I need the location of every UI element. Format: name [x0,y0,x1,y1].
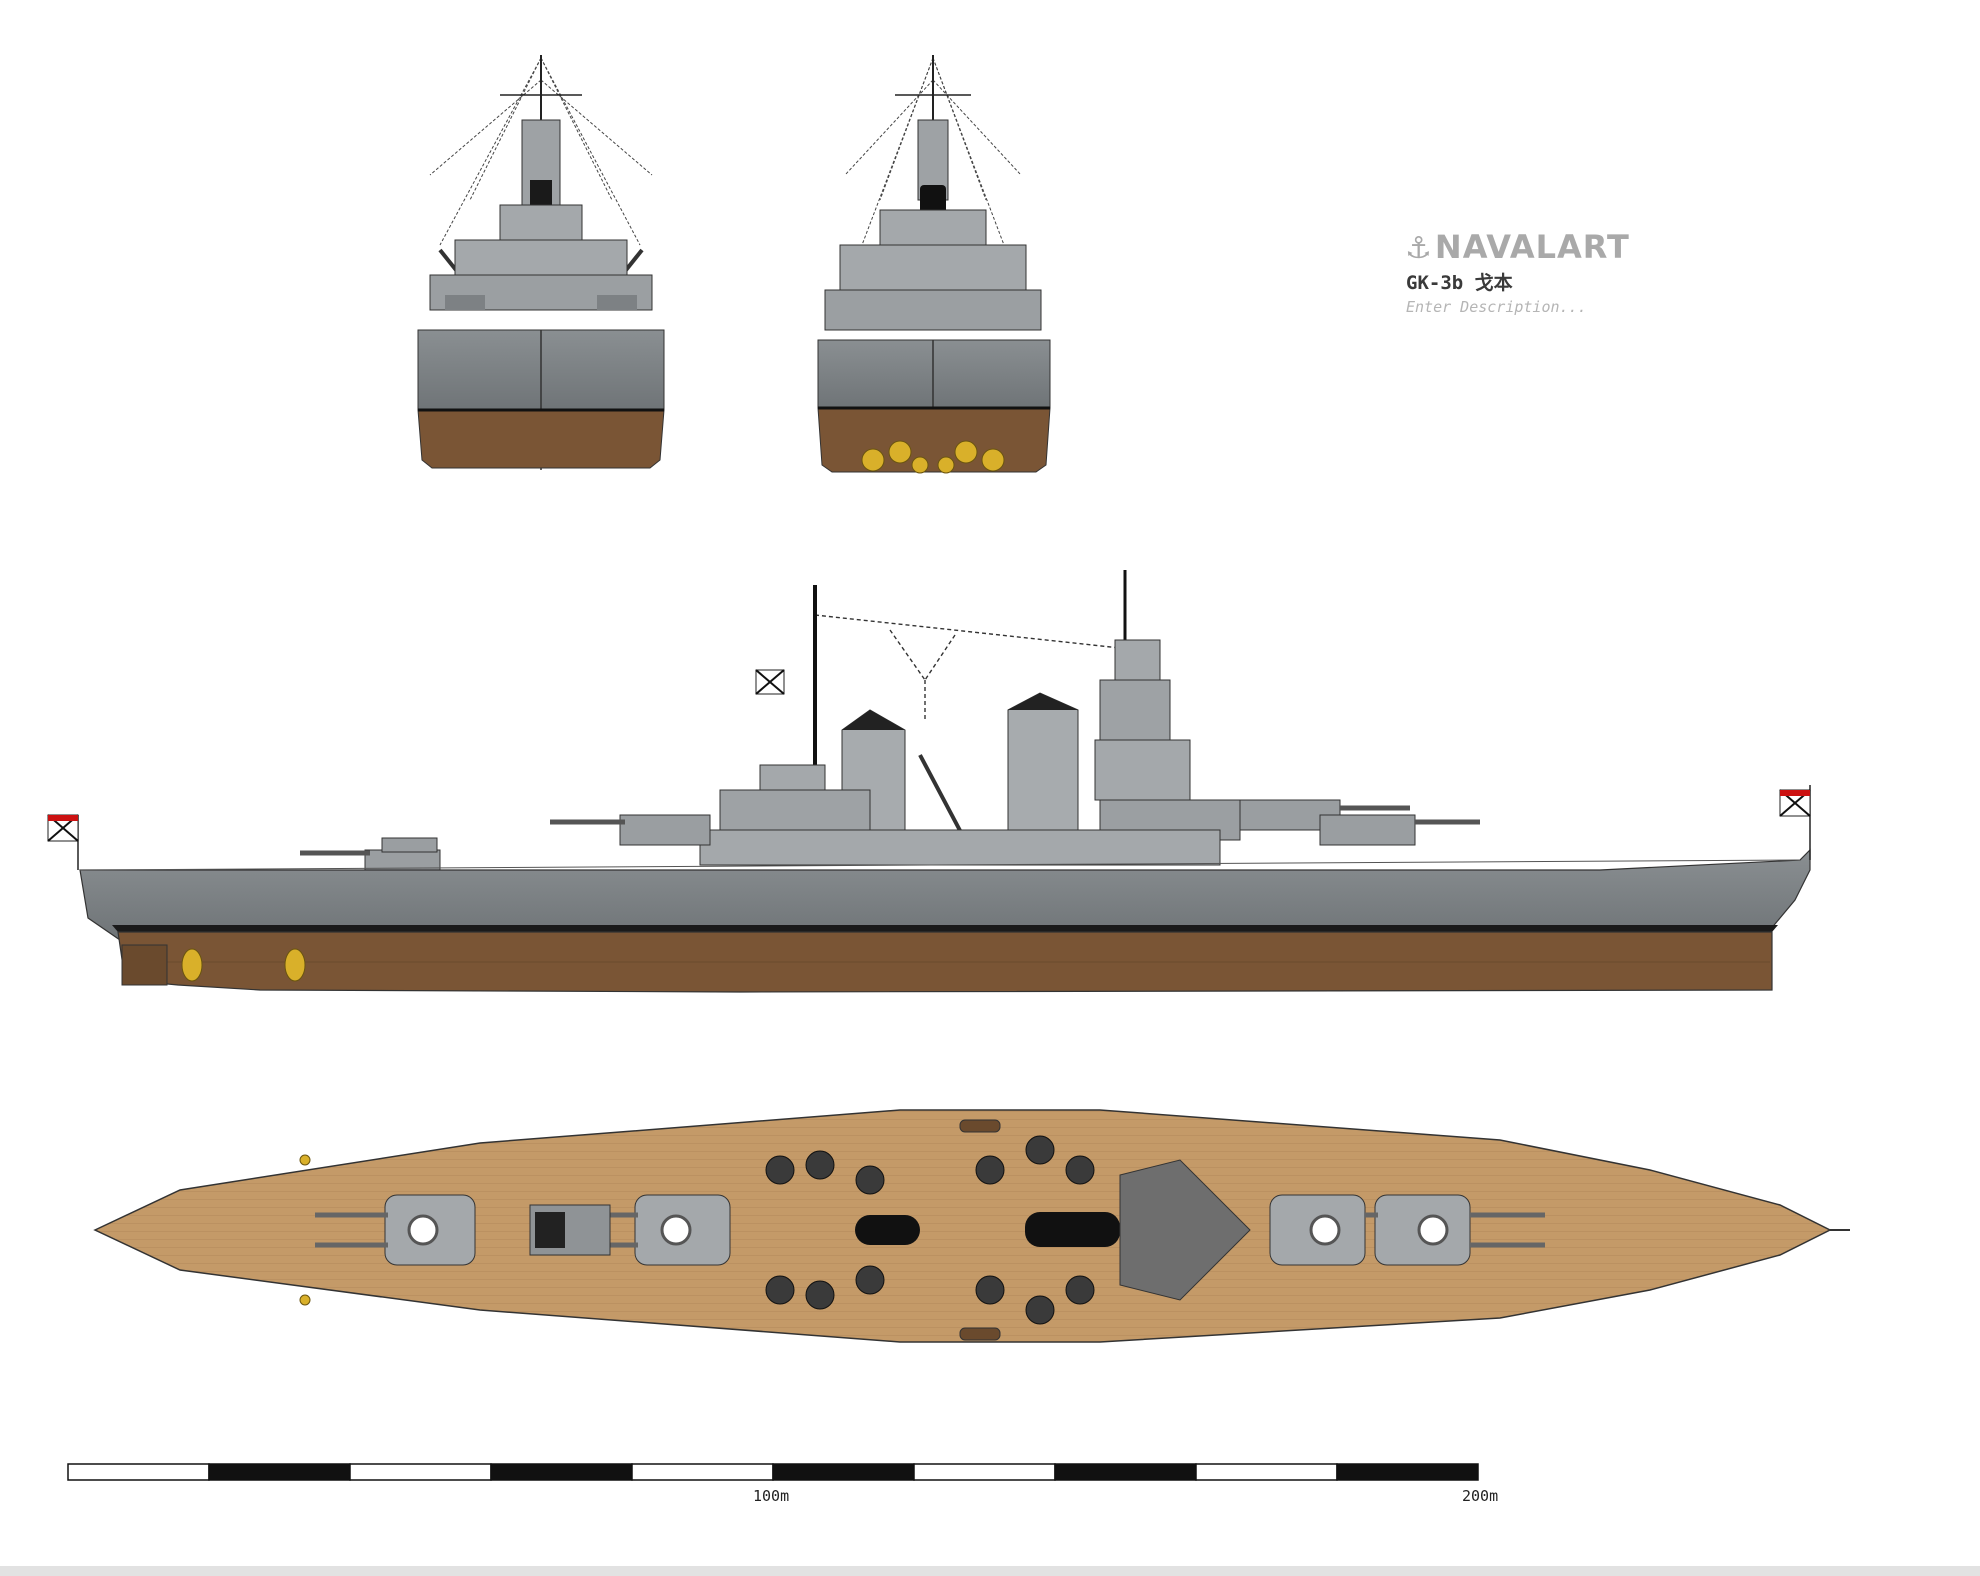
rear-view [817,55,1051,474]
logo-text: NAVALART [1434,228,1630,266]
description-field[interactable]: Enter Description... [1406,298,1587,316]
scale-label-200m: 200m [1462,1487,1499,1505]
design-name: GK-3b 戈本 [1406,272,1513,294]
top-plan [93,1109,1850,1343]
bottom-strip [0,1566,1980,1576]
side-profile [47,570,1811,993]
anchor-icon: ⚓ [1405,231,1433,266]
front-view [417,55,665,470]
scale-label-100m: 100m [753,1487,790,1505]
scale-bar [67,1463,1479,1481]
navalart-logo: ⚓NAVALART [1405,228,1630,266]
